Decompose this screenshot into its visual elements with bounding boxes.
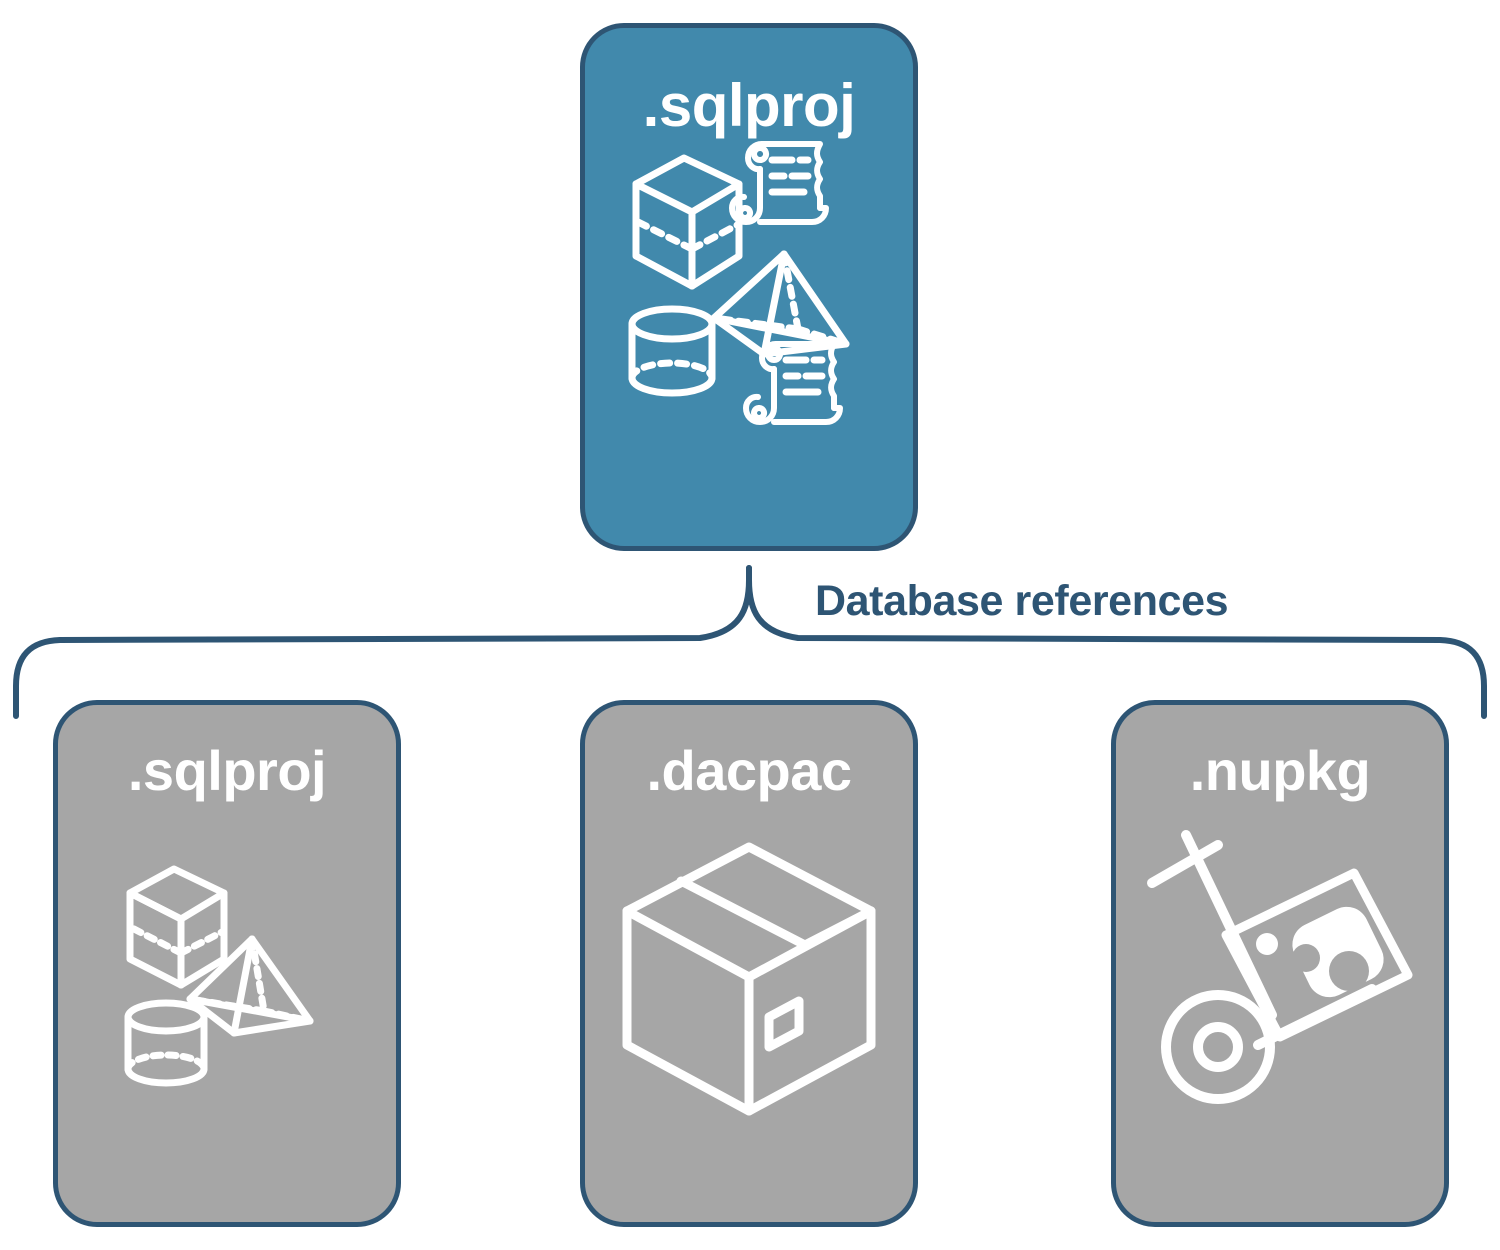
card-artwork-root xyxy=(585,136,913,546)
package-box xyxy=(1221,868,1413,1042)
wireframe-cylinder-icon xyxy=(628,305,716,397)
card-title: .sqlproj xyxy=(127,739,327,802)
card-artwork-sqlproj xyxy=(58,799,396,1222)
wireframe-cube-icon xyxy=(126,865,228,989)
card-root-sqlproj[interactable]: .sqlproj xyxy=(580,23,918,551)
card-artwork-dacpac xyxy=(585,799,913,1222)
wireframe-pyramid-icon xyxy=(710,250,850,358)
wireframe-pyramid-icon xyxy=(186,935,314,1037)
scroll-script-icon xyxy=(729,141,829,225)
card-title: .sqlproj xyxy=(642,72,856,139)
card-artwork-nupkg xyxy=(1116,799,1444,1222)
card-child-sqlproj[interactable]: .sqlproj xyxy=(53,700,401,1227)
card-title: .nupkg xyxy=(1189,739,1371,802)
sqlproj-icon-group xyxy=(124,865,314,1087)
card-child-nupkg[interactable]: .nupkg xyxy=(1111,700,1449,1227)
wireframe-cylinder-icon xyxy=(124,999,208,1087)
nuget-glyph-holes xyxy=(1292,944,1369,991)
hand-truck-package-icon xyxy=(1147,830,1413,1104)
scroll-script-icon xyxy=(743,341,843,425)
root-icon-group xyxy=(628,141,850,425)
card-title: .dacpac xyxy=(646,739,852,802)
card-child-dacpac[interactable]: .dacpac xyxy=(580,700,918,1227)
cardboard-box-icon xyxy=(622,842,876,1116)
wireframe-cube-icon xyxy=(632,154,743,290)
bracket-label-database-references: Database references xyxy=(815,577,1229,625)
